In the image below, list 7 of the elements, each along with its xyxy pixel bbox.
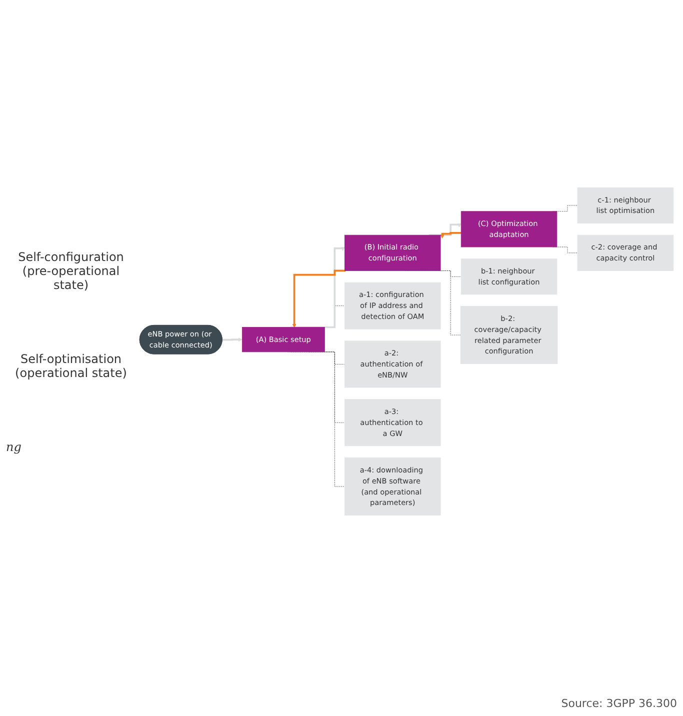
arrow (429, 223, 462, 236)
arrow (440, 232, 462, 239)
phase-label: Self-configuration (pre-operational state) (17, 250, 125, 292)
source-note: Source: 3GPP 36.300 (560, 697, 677, 710)
phase-label: Self-optimisation (operational state) (14, 352, 128, 380)
phase-label: ng (6, 440, 22, 454)
arrow (222, 338, 242, 342)
